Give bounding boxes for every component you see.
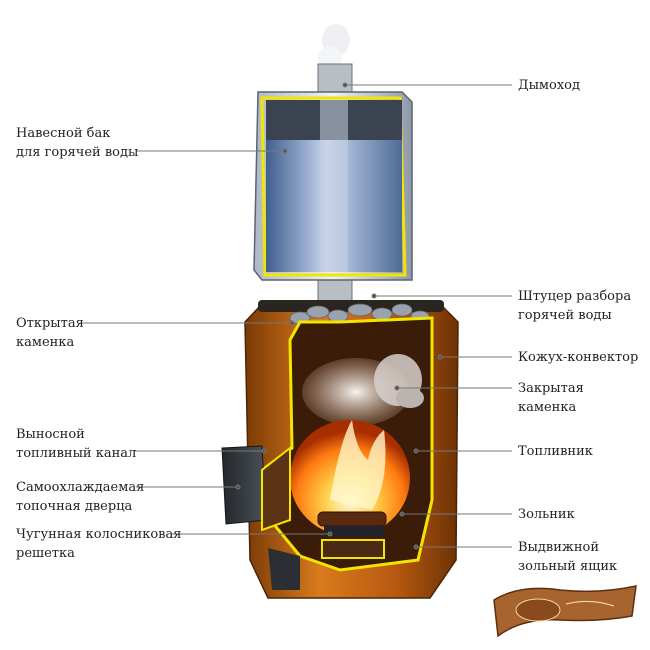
tank-inner-pipe — [320, 100, 348, 272]
label-convector-casing: Кожух-конвектор — [518, 350, 639, 365]
leader-lines — [80, 82, 512, 550]
grate-and-logs — [317, 511, 387, 559]
label-chimney: Дымоход — [518, 78, 581, 93]
steam-plume — [318, 24, 350, 70]
brand-logo — [493, 585, 637, 638]
chimney-pipe-lower — [317, 279, 353, 303]
water-tank — [253, 91, 413, 281]
firebox-fire — [290, 420, 410, 536]
label-ash-pit: Зольник — [518, 507, 575, 522]
label-firebox: Топливник — [518, 444, 593, 459]
ash-drawer — [321, 539, 385, 559]
fuel-channel-door — [221, 445, 300, 590]
tank-cut-edge — [260, 96, 407, 277]
closed-stones — [302, 354, 424, 426]
